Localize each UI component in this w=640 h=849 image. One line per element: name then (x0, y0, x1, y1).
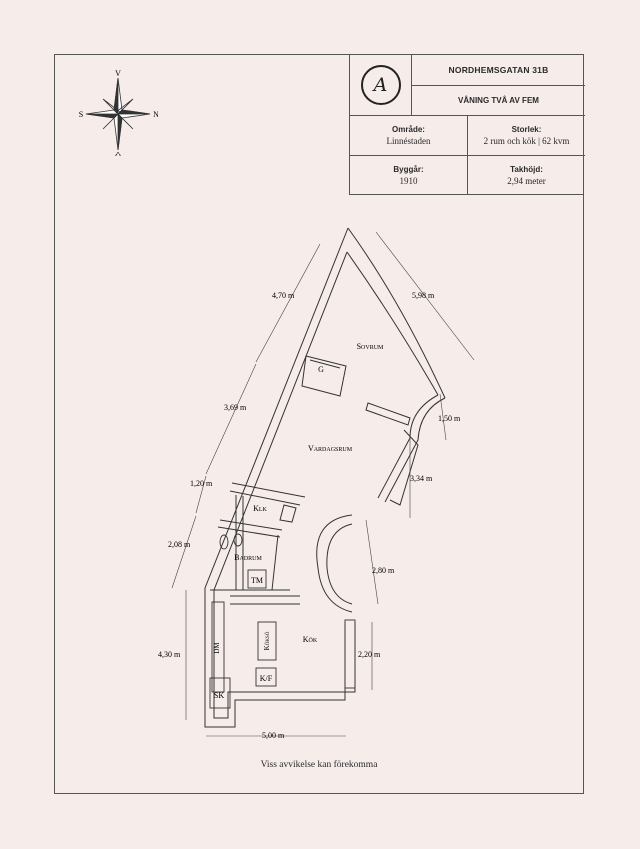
room-kok: Kök (303, 635, 318, 644)
label-sk: SK (214, 691, 224, 700)
brand-logo: A (360, 65, 401, 105)
disclaimer: Viss avvikelse kan förekomma (260, 760, 378, 770)
dim-430: 4,30 m (158, 650, 181, 659)
label-g: G (318, 365, 324, 374)
height-cell: Takhöjd: 2,94 meter (468, 156, 585, 195)
year-label: Byggår: (393, 165, 424, 174)
area-value: Linnéstaden (386, 136, 431, 146)
room-sovrum: Sovrum (357, 342, 384, 351)
compass-south: S (79, 110, 83, 119)
sink-icon (233, 533, 243, 547)
height-label: Takhöjd: (510, 165, 543, 174)
dimension-labels: 4,70 m 5,98 m 3,69 m 1,50 m 1,20 m 3,34 … (158, 291, 461, 740)
area-label: Område: (392, 125, 425, 134)
floor-info: VÅNING TVÅ AV FEM (412, 86, 585, 116)
outer-walls (204, 227, 446, 728)
room-klk: Klk (253, 504, 267, 513)
dimension-lines (171, 231, 475, 737)
dim-334: 3,34 m (410, 474, 433, 483)
label-kf: K/F (260, 674, 273, 683)
room-badrum: Badrum (234, 553, 262, 562)
year-value: 1910 (399, 176, 418, 186)
kitchen-counters (209, 569, 356, 709)
compass-east: Ö (115, 152, 121, 156)
dim-500: 5,00 m (262, 731, 285, 740)
dim-369: 3,69 m (224, 403, 247, 412)
size-label: Storlek: (511, 125, 542, 134)
dim-208: 2,08 m (168, 540, 191, 549)
size-value: 2 rum och kök | 62 kvm (483, 136, 570, 146)
compass-west: V (115, 69, 121, 78)
compass-north: N (153, 110, 158, 119)
dim-470: 4,70 m (272, 291, 295, 300)
dim-220: 2,20 m (358, 650, 381, 659)
label-kokso: Köksö (263, 631, 271, 650)
dim-150: 1,50 m (438, 414, 461, 423)
label-dm: DM (213, 642, 221, 654)
year-cell: Byggår: 1910 (350, 156, 468, 195)
floorplan-frame (54, 54, 584, 794)
area-cell: Område: Linnéstaden (350, 116, 468, 156)
dim-120: 1,20 m (190, 479, 213, 488)
info-table: A NORDHEMSGATAN 31B VÅNING TVÅ AV FEM Om… (349, 55, 585, 195)
dim-598: 5,98 m (412, 291, 435, 300)
room-vardagsrum: Vardagsrum (308, 444, 353, 453)
bathroom-fixtures (219, 533, 243, 550)
label-tm: TM (251, 576, 263, 585)
logo-cell: A (350, 55, 412, 116)
dim-280: 2,80 m (372, 566, 395, 575)
interior-walls (210, 355, 419, 605)
compass-rose-icon: V S N Ö (79, 69, 158, 156)
height-value: 2,94 meter (507, 176, 546, 186)
toilet-icon (219, 534, 229, 550)
street-address: NORDHEMSGATAN 31B (412, 55, 585, 86)
size-cell: Storlek: 2 rum och kök | 62 kvm (468, 116, 585, 156)
